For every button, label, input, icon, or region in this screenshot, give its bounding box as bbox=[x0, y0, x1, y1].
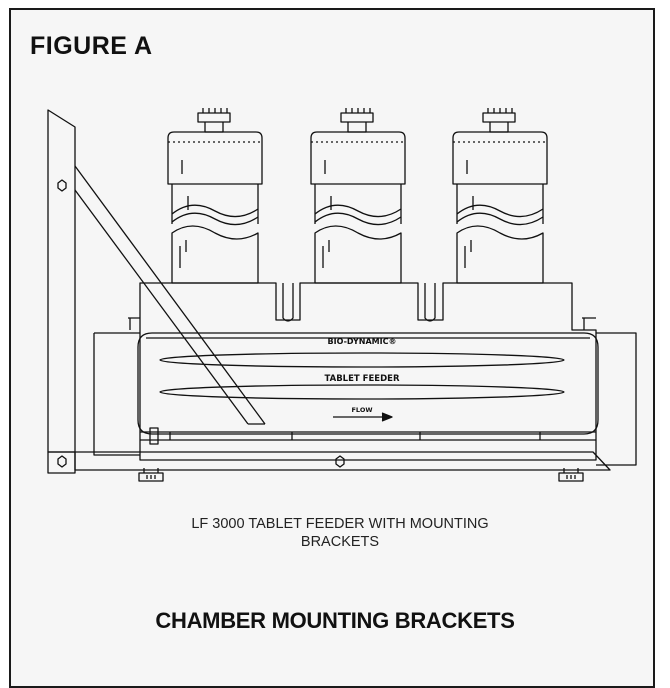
figure-label: FIGURE A bbox=[30, 32, 153, 60]
mounting-feet bbox=[138, 468, 584, 482]
hex-nut-icon bbox=[57, 179, 345, 468]
flow-label: FLOW bbox=[351, 406, 372, 414]
figure-caption: LF 3000 TABLET FEEDER WITH MOUNTING BRAC… bbox=[191, 516, 489, 550]
product-label: TABLET FEEDER bbox=[324, 374, 399, 384]
section-title: CHAMBER MOUNTING BRACKETS bbox=[155, 608, 515, 633]
feeder-tube-1 bbox=[167, 108, 263, 284]
chamber-body bbox=[93, 282, 637, 466]
brand-label: BIO-DYNAMIC® bbox=[328, 337, 397, 346]
mounting-bracket bbox=[47, 109, 611, 474]
figure-frame bbox=[9, 8, 655, 688]
tablet-feeder-drawing: BIO-DYNAMIC® TABLET FEEDER FLOW bbox=[47, 108, 637, 482]
feeder-tubes bbox=[167, 108, 548, 284]
flow-arrow-icon bbox=[333, 412, 393, 422]
feeder-tube-3 bbox=[452, 108, 548, 284]
feeder-tube-2 bbox=[310, 108, 406, 284]
